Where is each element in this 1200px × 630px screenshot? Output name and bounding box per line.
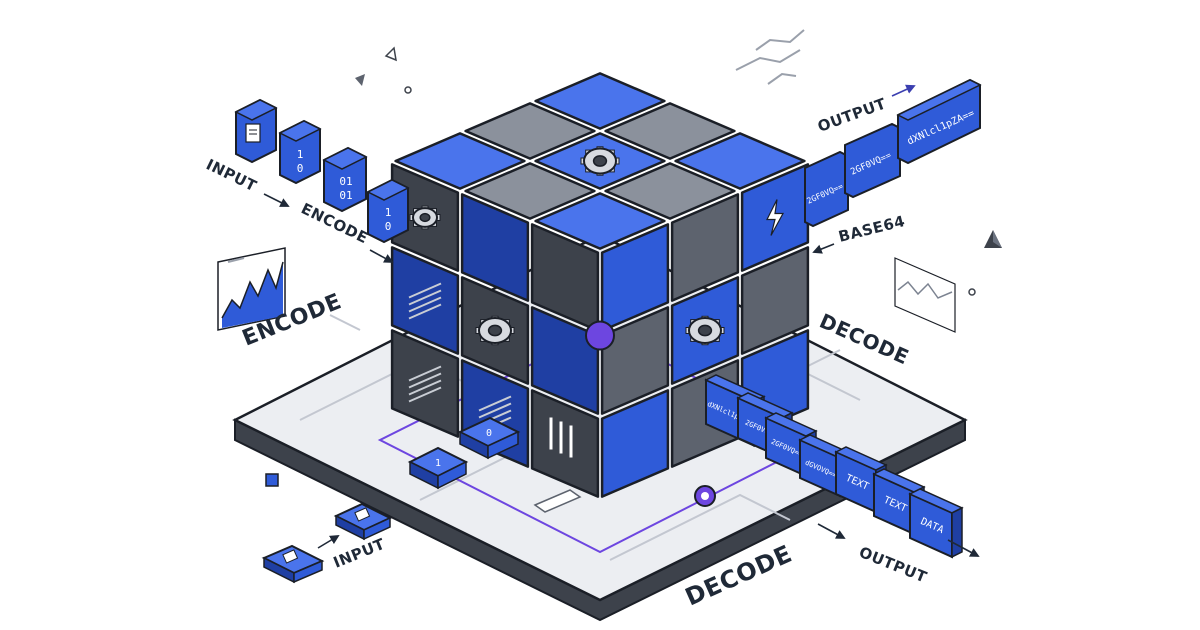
output-stream-top: 2GF0VQ== 2GF0VQ== dXNlcl1pZA== OUTPUT BA… <box>804 78 982 254</box>
input-arrow <box>263 193 290 207</box>
output-tile-3[interactable]: dXNlcl1pZA== <box>896 78 982 165</box>
cube-right-cell <box>600 389 670 498</box>
input-tile-file[interactable] <box>261 544 325 584</box>
platform <box>232 233 968 622</box>
cube-left-cell <box>390 246 460 355</box>
gear-icon <box>580 146 620 176</box>
small-cube-icon <box>265 473 279 487</box>
decode-stream: dXNlcl1pZA==2GF0VQ==2GF0VQ==dGVOVQ==TEXT… <box>704 374 964 559</box>
cube-left-cell <box>530 223 600 332</box>
decode-tile[interactable]: DATA <box>908 488 964 559</box>
vent-icon <box>408 289 442 306</box>
output-tile-2[interactable]: 2GF0VQ== <box>844 122 901 199</box>
cube-top-cell <box>394 132 526 190</box>
decorative-marks <box>355 29 1002 296</box>
vent-icon <box>408 365 442 382</box>
gear-icon <box>475 315 515 346</box>
cube-top-cell <box>534 72 666 130</box>
cube-left-cell <box>390 329 460 438</box>
gear-icon <box>685 315 725 346</box>
svg-text:01: 01 <box>339 175 352 188</box>
vent-icon <box>408 386 442 403</box>
file-icon <box>282 549 299 564</box>
vent-icon <box>408 303 442 320</box>
vent-icon <box>408 296 442 313</box>
battery-icon <box>533 489 582 513</box>
vent-icon <box>408 282 442 299</box>
base64-arrow <box>812 243 835 254</box>
input-tile-bits-a[interactable]: 1 0 <box>278 119 322 185</box>
svg-text:0: 0 <box>297 162 304 175</box>
gear-icon <box>409 205 441 230</box>
cube-top-cell <box>604 162 736 220</box>
cube-top-cell <box>674 132 806 190</box>
input-stream-top: 1 0 01 01 1 0 INPUT ENCODE <box>203 98 410 263</box>
encode-chart-card <box>217 247 286 331</box>
svg-text:0: 0 <box>486 428 492 439</box>
document-icon <box>245 123 261 143</box>
lightning-icon <box>766 199 785 236</box>
svg-text:1: 1 <box>435 458 441 469</box>
output-arrow-top <box>891 84 916 97</box>
input-tile-document[interactable] <box>234 98 278 164</box>
cube-left-cell <box>530 306 600 415</box>
svg-text:1: 1 <box>385 206 392 219</box>
cube-top-cell <box>464 102 596 160</box>
output-label-bottom: OUTPUT <box>857 543 930 587</box>
vent-icon <box>408 372 442 389</box>
input-tile-image[interactable] <box>333 502 393 541</box>
cube-right-cell <box>670 193 740 302</box>
vent-icon <box>478 395 512 412</box>
encode-arrow <box>369 249 394 263</box>
cube-left-cell <box>530 389 600 498</box>
input-tile-bits-c[interactable]: 1 0 <box>366 178 410 244</box>
input-arrow-bottom <box>317 535 340 549</box>
vent-icon <box>478 402 512 419</box>
output-arrow-bottom-a <box>817 523 846 539</box>
input-label-bottom: INPUT <box>331 535 388 572</box>
encoding-cube <box>390 72 810 498</box>
svg-text:01: 01 <box>339 189 352 202</box>
decode-chart-card <box>894 257 956 333</box>
platform-chip-a[interactable]: 0 <box>457 416 521 460</box>
input-tile-bits-b[interactable]: 01 01 <box>322 146 368 213</box>
output-arrow-bottom-b <box>947 539 980 557</box>
image-icon <box>354 507 371 522</box>
platform-chip-b[interactable]: 1 <box>407 446 469 490</box>
cube-top-cell <box>464 162 596 220</box>
cube-right-cell <box>740 246 810 355</box>
lens-icon <box>585 320 615 351</box>
cube-top-cell <box>534 192 666 250</box>
bits-a-text: 1 <box>297 148 304 161</box>
cube-left-cell <box>460 193 530 302</box>
cube-right-cell <box>600 223 670 332</box>
svg-text:0: 0 <box>385 220 392 233</box>
base64-label: BASE64 <box>837 212 907 246</box>
vent-icon <box>408 379 442 396</box>
output-tile-1[interactable]: 2GF0VQ== <box>804 150 849 228</box>
cube-top-cell <box>604 102 736 160</box>
cube-right-cell <box>600 306 670 415</box>
